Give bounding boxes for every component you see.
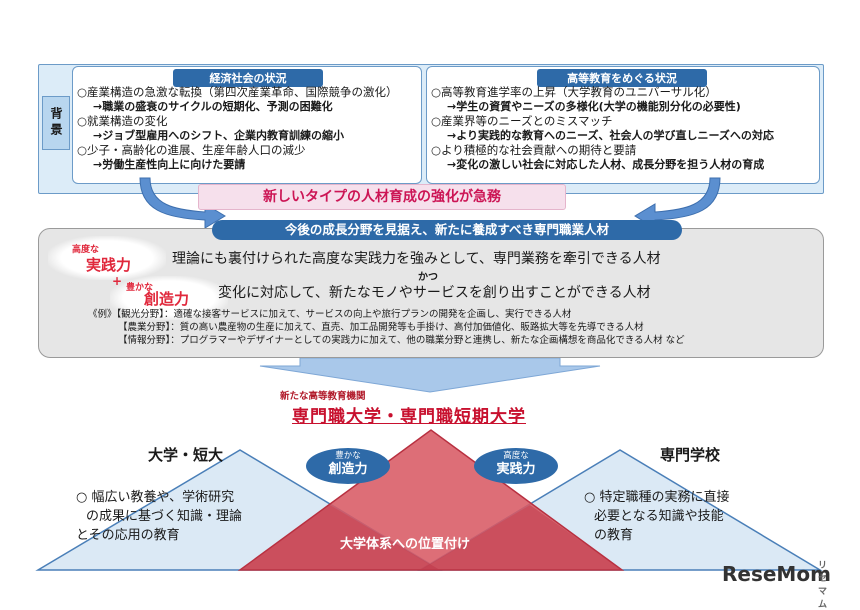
economic-situation-box: 経済社会の状況 ○産業構造の急激な転換（第四次産業革命、国際競争の激化） →職業… <box>72 66 422 184</box>
skill-cloud-2 <box>110 276 228 320</box>
economic-item-2: ○就業構造の変化 <box>77 114 168 128</box>
center-overlap-right <box>420 505 622 570</box>
higher-ed-sub-1: →学生の資質やニーズの多様化(大学の機能別分化の必要性) <box>447 100 741 113</box>
university-line-1: ○ 幅広い教養や、学術研究 <box>76 490 235 505</box>
higher-ed-sub-3: →変化の激しい社会に対応した人材、成長分野を担う人材の育成 <box>447 158 765 171</box>
vocational-line-1: ○ 特定職種の実務に直接 <box>584 490 730 505</box>
katsu-connector: かつ <box>418 272 438 283</box>
skill2-label: 創造力 <box>144 290 190 308</box>
university-line-2: の成果に基づく知識・理論 <box>86 509 243 524</box>
talent-line-1: 理論にも裏付けられた高度な実践力を強みとして、専門業務を牽引できる人材 <box>172 251 661 267</box>
university-description: ○ 幅広い教養や、学術研究 の成果に基づく知識・理論 とその応用の教育 <box>76 488 242 545</box>
center-overlap-left <box>240 505 440 570</box>
university-line-3: とその応用の教育 <box>76 528 180 543</box>
creativity-text: 創造力 <box>328 462 368 477</box>
university-system-label: 大学体系への位置付け <box>340 537 471 552</box>
higher-ed-item-2: ○産業界等のニーズとのミスマッチ <box>431 114 613 128</box>
higher-ed-item-1: ○高等教育進学率の上昇（大学教育のユニバーサル化） <box>431 85 717 99</box>
vocational-description: ○ 特定職種の実務に直接 必要となる知識や技能 の教育 <box>584 488 729 545</box>
down-arrow <box>259 357 601 393</box>
creativity-oval: 豊かな 創造力 <box>306 448 390 484</box>
new-institution-subtitle: 新たな高等教育機関 <box>280 391 366 402</box>
resemom-logo: ReseMom リセマム <box>722 561 831 610</box>
background-label: 背景 <box>42 96 70 150</box>
skill1-label: 実践力 <box>86 256 132 274</box>
example-agriculture: 【農業分野】：質の高い農産物の生産に加えて、直売、加工品開発等も手掛け、高付加価… <box>118 322 644 333</box>
talent-line-2: 変化に対応して、新たなモノやサービスを創り出すことができる人材 <box>218 285 651 301</box>
skill1-qualifier: 高度な <box>72 245 100 255</box>
higher-ed-item-3: ○より積極的な社会貢献への期待と要請 <box>431 143 637 157</box>
urgent-banner: 新しいタイプの人材育成の強化が急務 <box>198 184 566 210</box>
example-tourism: 《例》【観光分野】：適確な接客サービスに加えて、サービスの向上や旅行プランの開発… <box>88 309 572 320</box>
resemom-logo-text: ReseMom <box>722 562 831 586</box>
higher-ed-situation-title: 高等教育をめぐる状況 <box>537 69 707 87</box>
vocational-line-2: 必要となる知識や技能 <box>594 509 724 524</box>
economic-situation-title: 経済社会の状況 <box>173 69 323 87</box>
examples-block: 《例》【観光分野】：適確な接客サービスに加えて、サービスの向上や旅行プランの開発… <box>88 308 685 347</box>
skill2-qualifier: 豊かな <box>126 283 154 293</box>
practical-qualifier: 高度な <box>503 451 529 461</box>
university-label: 大学・短大 <box>148 446 224 464</box>
economic-item-1: ○産業構造の急激な転換（第四次産業革命、国際競争の激化） <box>77 85 398 99</box>
practical-oval: 高度な 実践力 <box>474 448 558 484</box>
example-it: 【情報分野】：プログラマーやデザイナーとしての実践力に加えて、他の職業分野と連携… <box>118 335 685 346</box>
resemom-logo-kana: リセマム <box>818 561 828 610</box>
vocational-school-label: 専門学校 <box>660 446 721 464</box>
higher-ed-situation-box: 高等教育をめぐる状況 ○高等教育進学率の上昇（大学教育のユニバーサル化） →学生… <box>426 66 820 184</box>
vocational-line-3: の教育 <box>594 528 634 543</box>
new-institution-title: 専門職大学・専門職短期大学 <box>292 407 526 427</box>
economic-sub-1: →職業の盛衰のサイクルの短期化、予測の困難化 <box>93 100 333 113</box>
skill-cloud-1 <box>48 236 166 280</box>
higher-ed-sub-2: →より実践的な教育へのニーズ、社会人の学び直しニーズへの対応 <box>447 129 774 142</box>
economic-item-3: ○少子・高齢化の進展、生産年齢人口の減少 <box>77 143 306 157</box>
talent-heading: 今後の成長分野を見据え、新たに養成すべき専門職業人材 <box>212 220 682 240</box>
economic-sub-3: →労働生産性向上に向けた要請 <box>93 158 246 171</box>
creativity-qualifier: 豊かな <box>335 451 361 461</box>
practical-text: 実践力 <box>496 462 536 477</box>
economic-sub-2: →ジョブ型雇用へのシフト、企業内教育訓練の縮小 <box>93 129 344 142</box>
